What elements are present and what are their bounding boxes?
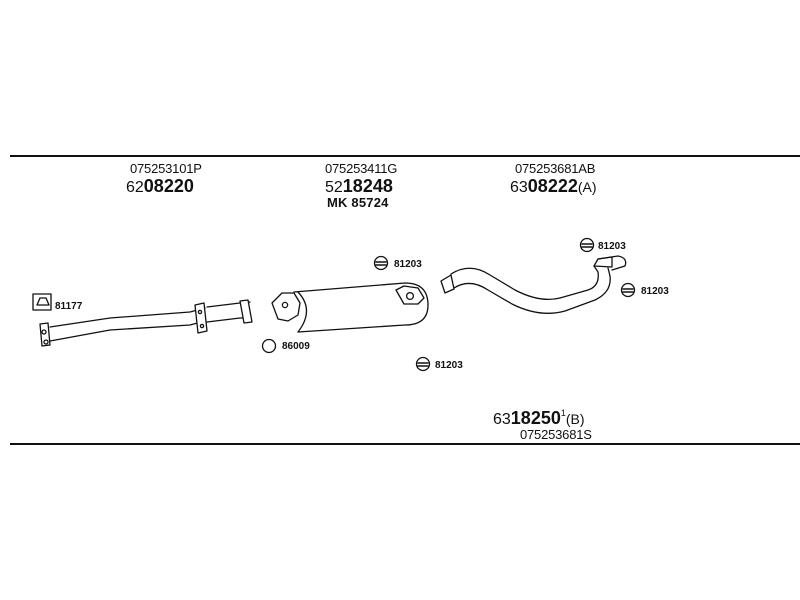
code-middle-silencer: 5218248 <box>325 177 393 196</box>
label-ring: 86009 <box>282 341 310 352</box>
label-clamp-upper: 81203 <box>394 259 422 270</box>
code-prefix: 63 <box>493 411 511 428</box>
middle-silencer-icon <box>271 282 429 333</box>
clamp-icon <box>373 255 389 271</box>
code-prefix: 52 <box>325 179 343 196</box>
code-front-pipe: 6208220 <box>126 177 194 196</box>
label-clamp-top-right: 81203 <box>598 241 626 252</box>
clamp-icon <box>415 356 431 372</box>
code-sup: 1 <box>560 408 566 418</box>
label-clamp-lower: 81203 <box>435 360 463 371</box>
part-number-middle-silencer: 075253411G <box>325 161 398 176</box>
code-main: 18250 <box>510 408 561 428</box>
code-complete-system: 63182501(B) <box>493 409 585 428</box>
code-suffix: (A) <box>577 179 597 195</box>
bottom-rule <box>10 443 800 445</box>
code-rear-pipe: 6308222(A) <box>510 177 597 196</box>
code-main: 08220 <box>143 176 194 196</box>
top-rule <box>10 155 800 157</box>
label-clamp-right: 81203 <box>641 286 669 297</box>
code-main: 18248 <box>342 176 393 196</box>
rear-pipe-icon <box>440 255 627 314</box>
clamp-icon <box>620 282 636 298</box>
code-suffix: (B) <box>565 411 585 427</box>
clamp-icon <box>579 237 595 253</box>
code-prefix: 63 <box>510 179 528 196</box>
gasket-icon <box>32 293 52 311</box>
part-number-rear-pipe: 075253681AB <box>515 161 596 176</box>
front-pipe-icon <box>39 299 253 347</box>
part-number-complete-system: 075253681S <box>520 427 592 442</box>
code-prefix: 62 <box>126 179 144 196</box>
part-number-front-pipe: 075253101P <box>130 161 202 176</box>
ring-icon <box>261 338 277 354</box>
label-gasket: 81177 <box>55 301 83 312</box>
code-main: 08222 <box>527 176 578 196</box>
mounting-kit-ref: MK 85724 <box>327 195 389 210</box>
